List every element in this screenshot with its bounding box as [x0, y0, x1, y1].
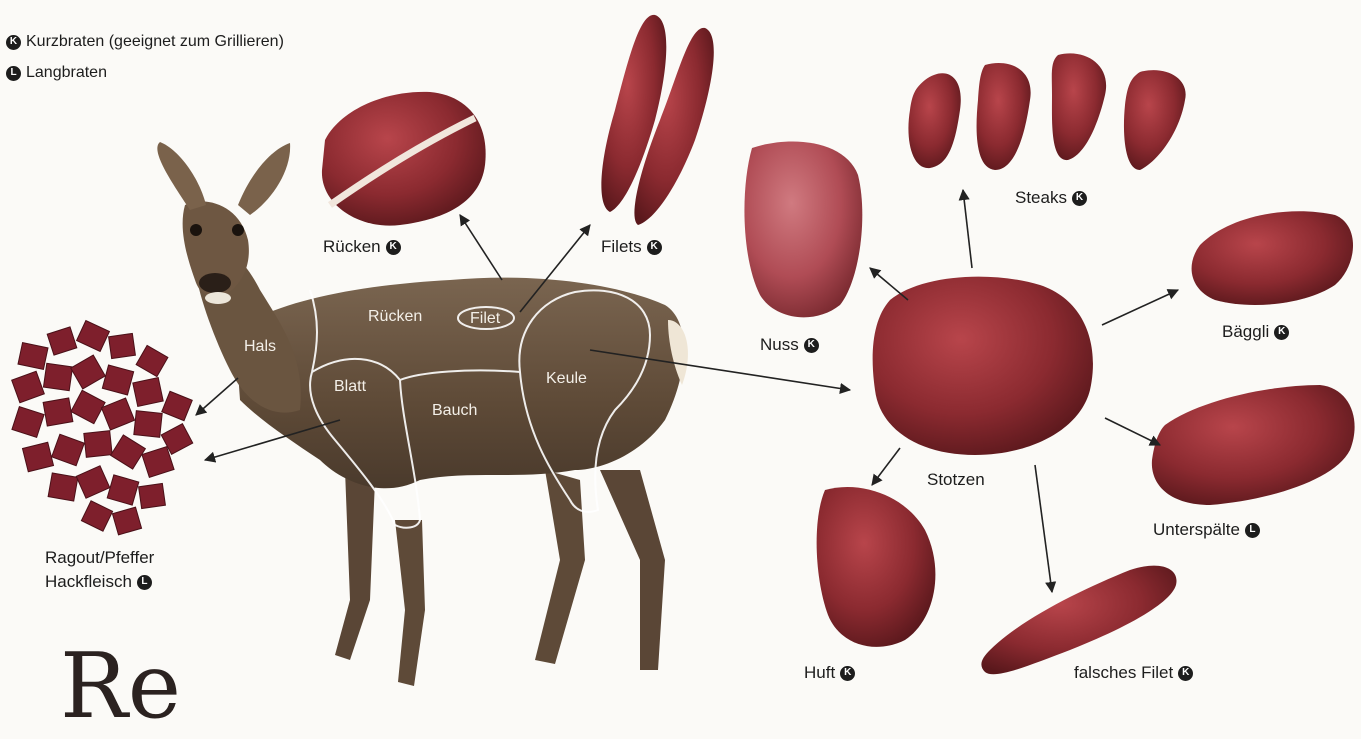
label-stotzen: Stotzen	[927, 470, 985, 490]
label-filets-text: Filets	[601, 237, 642, 257]
legend-kurzbraten: K Kurzbraten (geeignet zum Grillieren)	[6, 33, 284, 51]
baeggli-cut-image	[1192, 211, 1353, 305]
label-ruecken: Rücken K	[323, 237, 401, 257]
label-steaks-text: Steaks	[1015, 188, 1067, 208]
label-nuss-badge: K	[804, 338, 819, 353]
label-falsches-filet: falsches Filet K	[1074, 663, 1193, 683]
label-ragout-line2: Hackfleisch L	[45, 572, 152, 592]
body-part-bauch: Bauch	[432, 402, 477, 420]
label-unterspaelte: Unterspälte L	[1153, 520, 1260, 540]
ragout-cut-image	[12, 321, 193, 535]
body-part-hals: Hals	[244, 338, 276, 356]
label-falsches-filet-badge: K	[1178, 666, 1193, 681]
kurzbraten-badge: K	[6, 35, 21, 50]
filets-cut-image	[601, 15, 713, 225]
label-ragout-badge: L	[137, 575, 152, 590]
label-steaks-badge: K	[1072, 191, 1087, 206]
label-filets: Filets K	[601, 237, 662, 257]
label-huft-badge: K	[840, 666, 855, 681]
label-huft: Huft K	[804, 663, 855, 683]
label-stotzen-text: Stotzen	[927, 470, 985, 490]
label-baeggli: Bäggli K	[1222, 322, 1289, 342]
label-baeggli-badge: K	[1274, 325, 1289, 340]
legend-langbraten: L Langbraten	[6, 64, 107, 82]
langbraten-badge: L	[6, 66, 21, 81]
steaks-cut-image	[908, 53, 1185, 170]
label-falsches-filet-text: falsches Filet	[1074, 663, 1173, 683]
label-nuss-text: Nuss	[760, 335, 799, 355]
falsches-filet-cut-image	[981, 566, 1176, 675]
label-unterspaelte-badge: L	[1245, 523, 1260, 538]
label-filets-badge: K	[647, 240, 662, 255]
body-part-filet: Filet	[470, 310, 500, 328]
body-part-keule: Keule	[546, 370, 587, 388]
label-ruecken-badge: K	[386, 240, 401, 255]
stotzen-cut-image	[873, 277, 1093, 455]
deer-illustration	[157, 142, 688, 686]
legend-kurzbraten-text: Kurzbraten (geeignet zum Grillieren)	[26, 33, 284, 51]
label-steaks: Steaks K	[1015, 188, 1087, 208]
label-ragout-text-1: Ragout/Pfeffer	[45, 548, 154, 568]
label-ragout-text-2: Hackfleisch	[45, 572, 132, 592]
body-part-ruecken: Rücken	[368, 308, 422, 326]
legend-langbraten-text: Langbraten	[26, 64, 107, 82]
label-ruecken-text: Rücken	[323, 237, 381, 257]
unterspaelte-cut-image	[1152, 385, 1355, 505]
title-fragment: Re	[60, 642, 181, 732]
game-cuts-diagram	[0, 0, 1361, 692]
label-huft-text: Huft	[804, 663, 835, 683]
label-unterspaelte-text: Unterspälte	[1153, 520, 1240, 540]
body-part-blatt: Blatt	[334, 378, 366, 396]
label-ragout-line1: Ragout/Pfeffer	[45, 548, 154, 568]
ruecken-cut-image	[322, 92, 486, 226]
nuss-cut-image	[744, 141, 862, 317]
label-nuss: Nuss K	[760, 335, 819, 355]
huft-cut-image	[817, 487, 936, 647]
label-baeggli-text: Bäggli	[1222, 322, 1269, 342]
